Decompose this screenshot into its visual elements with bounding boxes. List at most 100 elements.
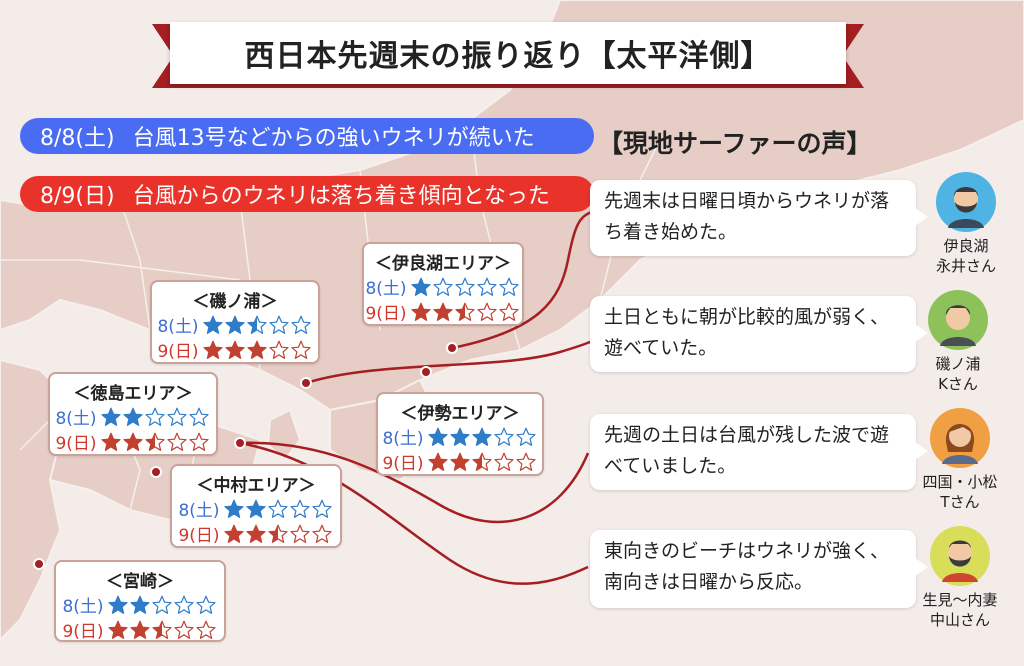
saturday-summary: 台風13号などからの強いウネリが続いた [132, 126, 535, 151]
comment-bubble-isonoura: 土日ともに朝が比較的風が弱く、遊べていた。 [590, 296, 928, 372]
person-komatsu: 四国・小松 Tさん [912, 408, 1008, 512]
area-name: ＜磯ノ浦＞ [192, 292, 278, 312]
saturday-date: 8/8(土) [40, 126, 115, 151]
empty-star-icon [493, 452, 514, 471]
nakamura-location-dot [150, 466, 162, 478]
empty-star-icon [268, 315, 289, 334]
sat-rating-stars [427, 427, 538, 447]
half-star-icon [246, 315, 267, 334]
empty-star-icon [515, 427, 536, 446]
sun-label: 9(日) [365, 304, 407, 324]
empty-star-icon [515, 452, 536, 471]
sat-label: 8(土) [62, 597, 104, 617]
filled-star-icon [410, 277, 431, 296]
comment-bubble-irago: 先週末は日曜日頃からウネリが落ち着き始めた。 [590, 180, 928, 256]
area-name: ＜中村エリア＞ [196, 476, 316, 496]
filled-star-icon [245, 524, 266, 543]
sat-label: 8(土) [157, 317, 199, 337]
area-card-ise: ＜伊勢エリア＞ 8(土) 9(日) [376, 392, 544, 476]
person-place: 伊良湖 [943, 237, 989, 255]
filled-star-icon [223, 499, 244, 518]
page-title: 西日本先週末の振り返り【太平洋側】 [244, 39, 772, 74]
filled-star-icon [202, 340, 223, 359]
filled-star-icon [427, 452, 448, 471]
filled-star-icon [224, 315, 245, 334]
person-name: 中山さん [929, 611, 990, 629]
sat-rating-stars [107, 595, 218, 615]
comment-text: 東向きのビーチはウネリが強く、南向きは日曜から反応。 [604, 540, 890, 593]
sunday-summary: 台風からのウネリは落ち着き傾向となった [132, 184, 550, 209]
sat-rating-stars [202, 315, 313, 335]
sun-label: 9(日) [157, 342, 199, 362]
sun-label: 9(日) [62, 622, 104, 642]
title-banner: 西日本先週末の振り返り【太平洋側】 [170, 22, 846, 84]
voices-heading: 【現地サーファーの声】 [598, 129, 872, 158]
empty-star-icon [151, 595, 172, 614]
filled-star-icon [449, 427, 470, 446]
filled-star-icon [122, 407, 143, 426]
area-name: ＜宮崎＞ [106, 572, 174, 592]
filled-star-icon [129, 620, 150, 639]
person-place: 四国・小松 [922, 473, 998, 491]
area-name: ＜伊良湖エリア＞ [375, 254, 511, 274]
area-card-isonoura: ＜磯ノ浦＞ 8(土) 9(日) [150, 280, 320, 364]
person-irago: 伊良湖 永井さん [918, 172, 1014, 276]
empty-star-icon [188, 407, 209, 426]
empty-star-icon [144, 407, 165, 426]
comment-text: 先週末は日曜日頃からウネリが落ち着き始めた。 [604, 190, 890, 243]
sun-rating-stars [427, 452, 538, 472]
sunday-date: 8/9(日) [40, 184, 115, 209]
person-isonoura: 磯ノ浦 Kさん [910, 290, 1006, 394]
sat-rating-stars [100, 407, 211, 427]
sun-rating-stars [202, 340, 313, 360]
comment-bubble-komatsu: 先週の土日は台風が残した波で遊べていました。 [590, 414, 928, 490]
sat-label: 8(土) [365, 279, 407, 299]
filled-star-icon [427, 427, 448, 446]
empty-star-icon [476, 277, 497, 296]
empty-star-icon [311, 524, 332, 543]
filled-star-icon [129, 595, 150, 614]
area-card-tokushima: ＜徳島エリア＞ 8(土) 9(日) [48, 372, 218, 456]
sun-label: 9(日) [178, 526, 220, 546]
saturday-summary-pill: 8/8(土) 台風13号などからの強いウネリが続いた [20, 118, 594, 154]
filled-star-icon [224, 340, 245, 359]
empty-star-icon [289, 499, 310, 518]
empty-star-icon [166, 432, 187, 451]
half-star-icon [471, 452, 492, 471]
empty-star-icon [498, 277, 519, 296]
comment-bubble-nakayama: 東向きのビーチはウネリが強く、南向きは日曜から反応。 [590, 530, 928, 608]
empty-star-icon [311, 499, 332, 518]
empty-star-icon [188, 432, 209, 451]
filled-star-icon [223, 524, 244, 543]
empty-star-icon [290, 340, 311, 359]
empty-star-icon [454, 277, 475, 296]
empty-star-icon [432, 277, 453, 296]
empty-star-icon [173, 620, 194, 639]
sun-label: 9(日) [55, 434, 97, 454]
man-icon [928, 290, 988, 350]
filled-star-icon [432, 302, 453, 321]
tokushima-location-dot [234, 437, 246, 449]
sun-label: 9(日) [382, 454, 424, 474]
area-card-nakamura: ＜中村エリア＞ 8(土) 9(日) [170, 464, 342, 548]
filled-star-icon [122, 432, 143, 451]
sun-rating-stars [223, 524, 334, 544]
miyazaki-location-dot [33, 558, 45, 570]
bearded-man-icon [930, 526, 990, 586]
ise-location-dot [420, 366, 432, 378]
sat-label: 8(土) [382, 429, 424, 449]
filled-star-icon [410, 302, 431, 321]
person-name: 永井さん [935, 257, 996, 275]
empty-star-icon [476, 302, 497, 321]
empty-star-icon [173, 595, 194, 614]
area-name: ＜伊勢エリア＞ [400, 404, 520, 424]
empty-star-icon [498, 302, 519, 321]
area-card-miyazaki: ＜宮崎＞ 8(土) 9(日) [54, 560, 226, 642]
area-name: ＜徳島エリア＞ [73, 384, 193, 404]
area-card-irago: ＜伊良湖エリア＞ 8(土) 9(日) [362, 242, 524, 326]
filled-star-icon [107, 595, 128, 614]
filled-star-icon [107, 620, 128, 639]
person-name: Tさん [940, 493, 980, 511]
sat-rating-stars [410, 277, 521, 297]
sun-rating-stars [410, 302, 521, 322]
